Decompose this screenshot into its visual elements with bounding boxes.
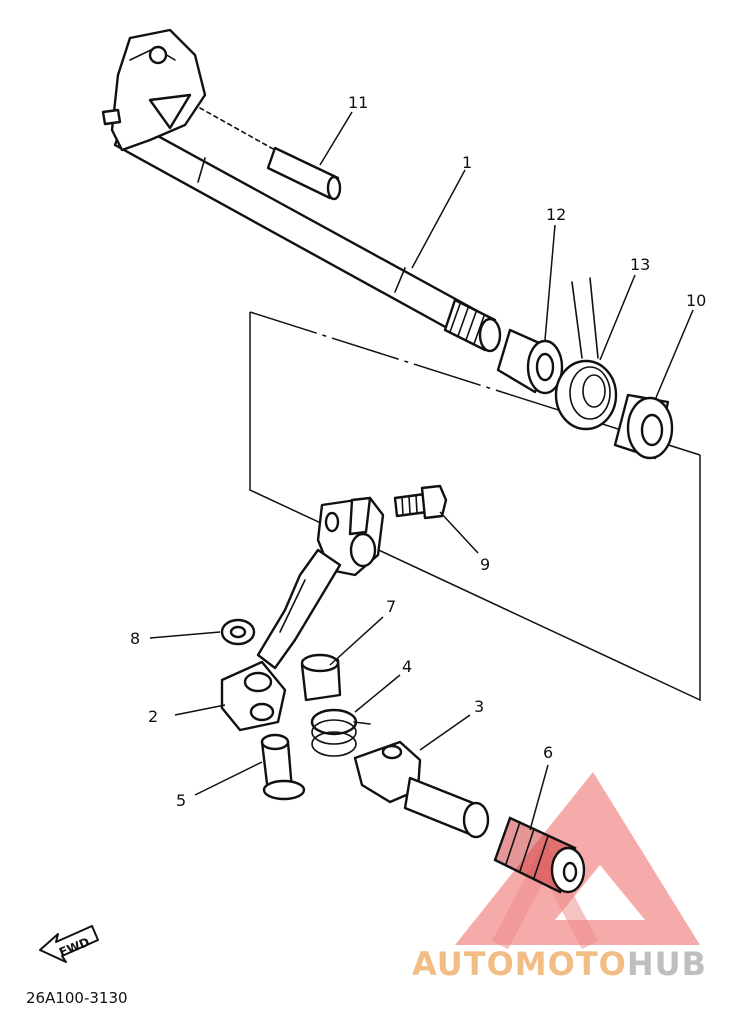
shaft-step-1	[197, 157, 206, 183]
seal-bore	[640, 413, 664, 447]
assembly-outline	[249, 311, 701, 702]
shaft-end-face	[478, 317, 502, 353]
leader-13	[599, 274, 636, 361]
assembly-outline-left-bottom	[249, 312, 701, 702]
lever-clamp-slot	[348, 496, 372, 536]
callout-1: 1	[462, 153, 472, 172]
callout-12: 12	[546, 205, 566, 224]
leader-6	[529, 764, 549, 831]
leader-10	[654, 309, 694, 401]
callout-10: 10	[686, 291, 706, 310]
pin-axis-line	[199, 107, 276, 151]
lever-end-hole-top	[243, 671, 273, 693]
drawing-code: 26A100-3130	[26, 989, 128, 1007]
rubber-end-hole	[562, 861, 578, 883]
leader-5	[194, 761, 263, 796]
lever-spline-bore	[349, 532, 377, 568]
callout-3: 3	[474, 697, 484, 716]
pivot-head	[262, 779, 306, 801]
callout-13: 13	[630, 255, 650, 274]
spring-coil-inner	[582, 374, 606, 408]
watermark-text-secondary: HUB	[627, 945, 707, 983]
leader-1	[411, 169, 466, 269]
coil-spring-tail	[353, 721, 371, 725]
coil-spring-mid	[311, 719, 357, 745]
part-torsion-spring	[554, 277, 618, 431]
shaft-spline-teeth	[449, 303, 485, 345]
part-pedal-rubber	[493, 816, 586, 894]
bushing-top	[300, 653, 340, 673]
spring-leg-1	[571, 281, 583, 359]
part-shift-pedal	[353, 740, 490, 839]
callout-11: 11	[348, 93, 368, 112]
lever-end-hole-bottom	[249, 702, 275, 722]
spring-coil-mid	[569, 366, 611, 420]
leader-12	[544, 224, 556, 341]
callout-8: 8	[130, 629, 140, 648]
washer-hole	[229, 625, 247, 639]
callout-2: 2	[148, 707, 158, 726]
callout-9: 9	[480, 555, 490, 574]
shift-arm-stub	[101, 108, 122, 126]
bolt-thread	[401, 494, 418, 516]
coil-spring-top	[310, 708, 358, 736]
lever-arm-rib	[279, 579, 306, 633]
part-bolt	[393, 484, 448, 520]
part-washer	[220, 618, 256, 646]
callout-labels: 1 2 3 4 5 6 7 8 9 10 11 12 13	[130, 93, 706, 810]
collar-bore	[535, 352, 555, 382]
shaft-body	[113, 116, 492, 347]
fwd-direction-arrow: FWD	[39, 925, 99, 963]
bolt-head	[420, 484, 448, 520]
leader-7	[329, 616, 384, 666]
leader-8	[149, 631, 221, 639]
part-pivot-bolt	[260, 733, 306, 801]
pivot-top	[260, 733, 290, 751]
shift-arm-hole	[148, 45, 168, 65]
lever-end-block	[220, 660, 287, 732]
watermark-text-primary: AUTOMOTO	[412, 945, 627, 983]
leader-11	[319, 111, 353, 166]
part-oil-seal	[613, 393, 674, 460]
leader-lines	[149, 111, 694, 831]
callout-7: 7	[386, 597, 396, 616]
part-shift-shaft	[101, 28, 502, 353]
lever-arm	[256, 548, 342, 670]
watermark-text: AUTOMOTOHUB	[412, 945, 707, 983]
part-collar	[496, 328, 564, 395]
shift-arm-plate	[110, 28, 207, 152]
leader-2	[174, 704, 226, 716]
part-pin	[199, 107, 342, 201]
leader-4	[354, 674, 401, 713]
leader-9	[439, 511, 479, 554]
lever-bolt-hole	[324, 511, 340, 533]
part-bushing	[300, 653, 342, 702]
shaft-step-2	[394, 267, 406, 293]
pedal-shaft-end	[462, 801, 490, 839]
spring-leg-2	[589, 277, 599, 359]
fwd-arrow-shape	[39, 925, 99, 963]
part-coil-spring	[310, 708, 371, 757]
leader-3	[419, 714, 471, 751]
callout-6: 6	[543, 743, 553, 762]
callout-4: 4	[402, 657, 412, 676]
pin-end	[326, 175, 342, 201]
part-shift-lever	[220, 496, 385, 732]
coil-spring-bottom	[311, 731, 357, 757]
pedal-bracket-hole	[381, 744, 403, 760]
shift-arm-guide	[148, 93, 192, 130]
callout-5: 5	[176, 791, 186, 810]
rubber-ribs	[505, 821, 549, 879]
